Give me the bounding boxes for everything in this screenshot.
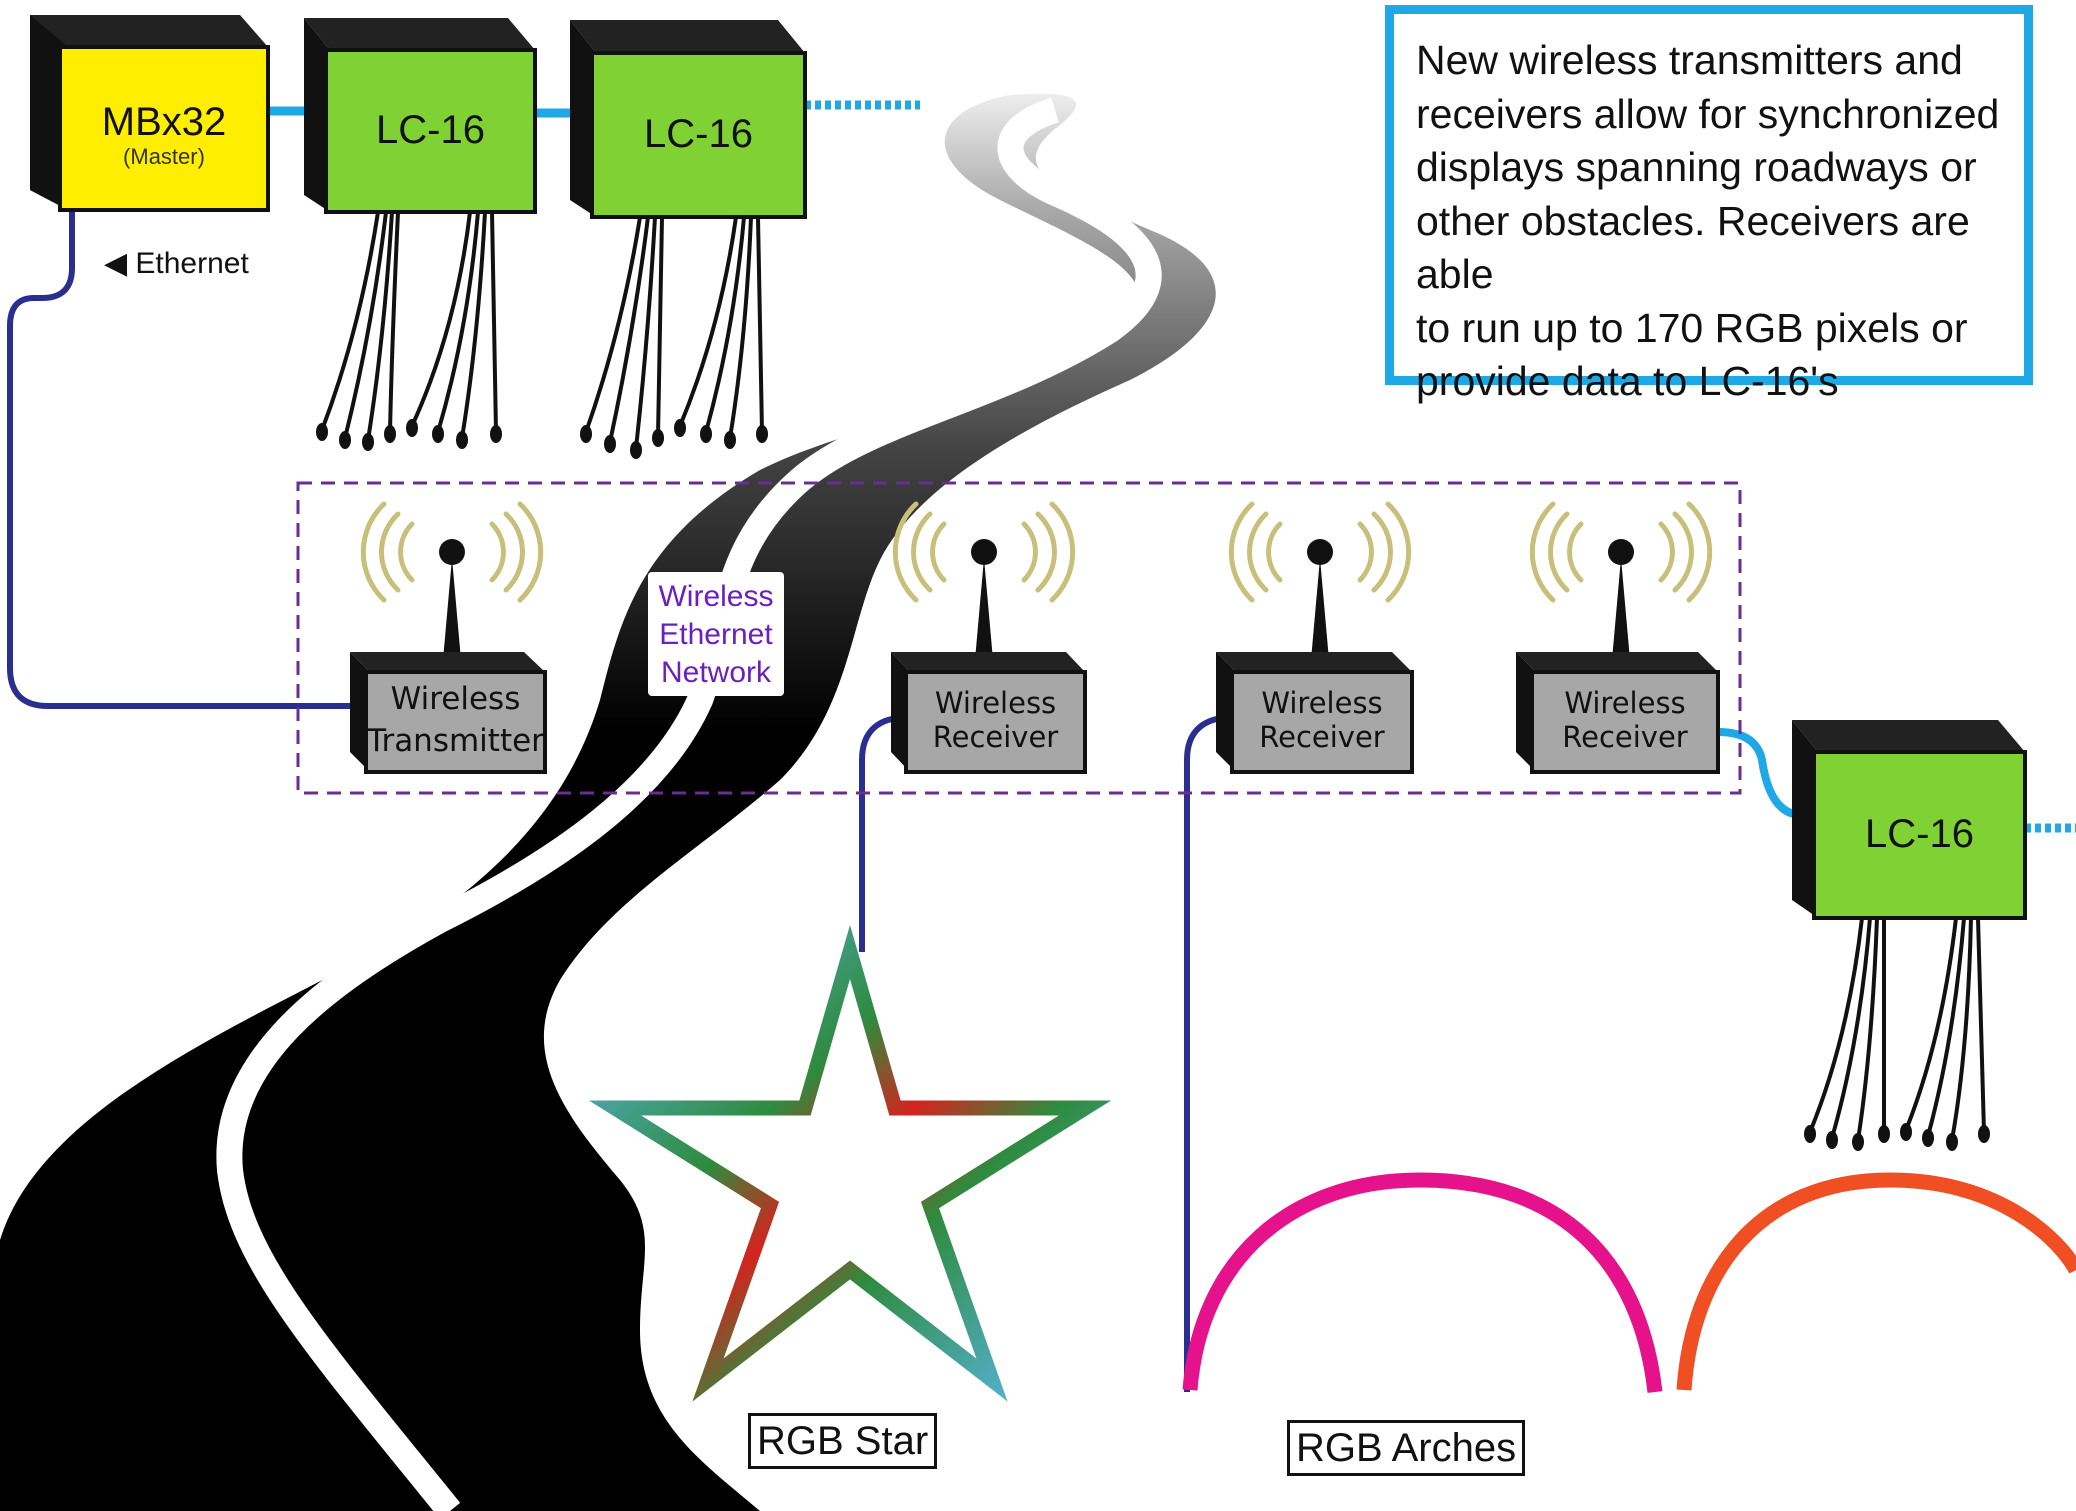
info-line-4: other obstacles. Receivers are able: [1416, 197, 1970, 298]
network-label-line-1: Wireless: [658, 580, 774, 613]
pixel-wire-ends: [316, 419, 1990, 1151]
receiver1-label-line-1: Wireless: [934, 686, 1057, 720]
receiver2-box: [1216, 652, 1414, 774]
info-line-3: displays spanning roadways or: [1416, 144, 1977, 190]
transmitter-antenna: [439, 539, 465, 660]
ethernet-label: ◀ Ethernet: [104, 247, 249, 280]
rgb-star: [588, 924, 1112, 1402]
transmitter-label-line-1: Wireless: [390, 681, 521, 717]
lc16-label-1: LC-16: [376, 108, 485, 152]
receiver2-label: Wireless Receiver: [1232, 686, 1412, 754]
mbx32-sublabel: (Master): [123, 144, 205, 169]
rgb-arch-pink: [1182, 1172, 1663, 1393]
mbx32-label-block: MBx32 (Master): [60, 100, 268, 170]
signal-waves-receiver3: [1529, 501, 1713, 603]
ethernet-cable-receiver-lc3: [1717, 728, 1815, 819]
road: [0, 93, 1216, 1511]
lc16-label-2: LC-16: [644, 112, 753, 156]
receiver3-box: [1516, 652, 1720, 774]
caption-rgb-star: RGB Star: [748, 1413, 938, 1469]
signal-waves-receiver2: [1228, 501, 1412, 603]
ethernet-cable-master-transmitter: [7, 210, 370, 709]
receiver2-label-line-2: Receiver: [1259, 720, 1385, 754]
receiver1-label: Wireless Receiver: [906, 686, 1085, 754]
receiver2-label-line-1: Wireless: [1261, 686, 1383, 720]
signal-waves-receiver1: [892, 501, 1076, 603]
receiver3-label: Wireless Receiver: [1532, 686, 1718, 754]
info-callout: New wireless transmitters and receivers …: [1385, 5, 2033, 404]
lc16-box-2: [570, 20, 807, 219]
network-label-line-2: Ethernet: [659, 618, 773, 651]
wireless-network-boundary: [296, 481, 1742, 795]
receiver3-label-line-1: Wireless: [1564, 686, 1686, 720]
wireless-network-label: Wireless Ethernet Network: [648, 572, 784, 696]
lc16-label-3: LC-16: [1865, 812, 1974, 856]
receiver1-label-line-2: Receiver: [932, 720, 1059, 754]
mbx32-label: MBx32: [101, 100, 227, 144]
info-line-2: receivers allow for synchronized: [1416, 90, 2000, 137]
transmitter-label: Wireless Transmitter: [366, 678, 545, 762]
transmitter-label-line-2: Transmitter: [367, 723, 544, 759]
receiver2-antenna: [1307, 539, 1333, 660]
pixel-wires: [320, 210, 1986, 1142]
lc16-box-3: [1792, 720, 2027, 920]
transmitter-box: [350, 652, 547, 774]
receiver3-label-line-2: Receiver: [1562, 720, 1688, 754]
caption-rgb-arches: RGB Arches: [1287, 1420, 1526, 1476]
lc16-box-1: [304, 18, 537, 214]
rgb-arch-orange: [1676, 1172, 2076, 1391]
receiver3-antenna: [1608, 539, 1634, 660]
info-line-1: New wireless transmitters and: [1416, 37, 1963, 83]
network-label-line-3: Network: [660, 656, 772, 689]
receiver1-antenna: [971, 539, 997, 660]
mbx32-box: [30, 15, 270, 212]
info-line-6: provide data to LC-16's: [1416, 358, 1839, 404]
info-line-5: to run up to 170 RGB pixels or: [1416, 304, 1968, 351]
signal-waves-transmitter: [360, 501, 544, 603]
receiver1-box: [891, 652, 1087, 774]
